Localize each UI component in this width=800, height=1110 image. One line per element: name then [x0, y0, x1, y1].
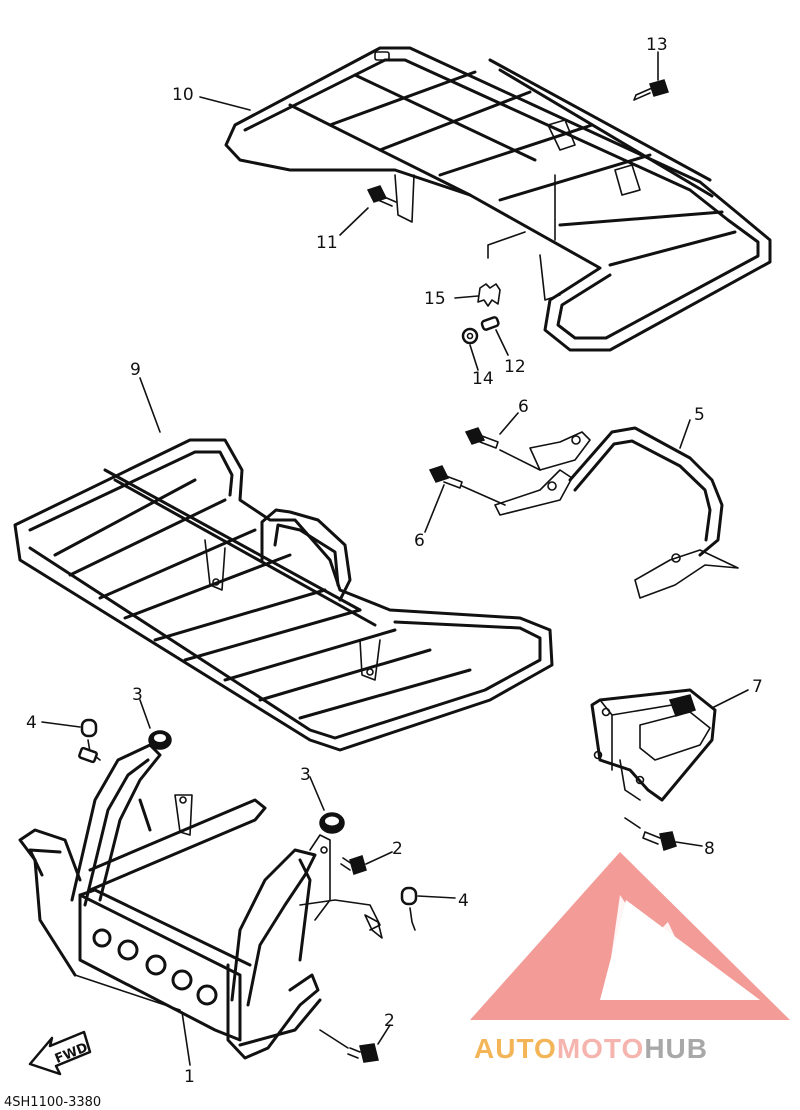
rear-carrier	[224, 46, 772, 352]
bolt-6-upper	[464, 427, 541, 471]
cap-4-left	[78, 718, 101, 764]
callout-11: 11	[316, 233, 338, 253]
bolt-11	[366, 185, 397, 207]
callout-4-right: 4	[458, 891, 469, 911]
bolt-8	[624, 817, 677, 851]
logo-triangle-icon	[470, 852, 790, 1020]
callout-4-left: 4	[26, 713, 37, 733]
callout-labels: 10 13 11 15 12 14 9 6 5 6 7 8 3 4 3 2 4 …	[26, 35, 763, 1087]
watermark-moto: MOTO	[557, 1033, 644, 1064]
callout-14: 14	[472, 369, 494, 389]
nut-14	[461, 327, 479, 345]
bolt-6-lower	[428, 465, 506, 506]
callout-12: 12	[504, 357, 526, 377]
watermark-logo: AUTOMOTOHUB	[470, 852, 790, 1064]
callout-2-upper: 2	[392, 839, 403, 859]
callout-5: 5	[694, 405, 705, 425]
watermark-hub: HUB	[644, 1033, 708, 1064]
callout-13: 13	[646, 35, 668, 55]
front-guard	[18, 743, 383, 1060]
callout-7: 7	[752, 677, 763, 697]
callout-15: 15	[424, 289, 446, 309]
diagram-code: 4SH1100-3380	[4, 1095, 101, 1110]
mount-bracket-7	[590, 688, 717, 802]
callout-8: 8	[704, 839, 715, 859]
callout-9: 9	[130, 360, 141, 380]
collar-12	[480, 316, 500, 331]
callout-6-lower: 6	[414, 531, 425, 551]
bolt-13	[633, 79, 669, 101]
callout-2-lower: 2	[384, 1011, 395, 1031]
bolt-2-upper	[340, 855, 367, 875]
grommet-3-left	[148, 730, 172, 750]
svg-text:AUTOMOTOHUB: AUTOMOTOHUB	[474, 1033, 708, 1064]
callout-1: 1	[184, 1067, 195, 1087]
fwd-arrow: FWD	[28, 1030, 92, 1076]
cap-4-right	[400, 886, 418, 931]
bolt-2-lower	[319, 1029, 379, 1063]
front-carrier	[13, 438, 554, 752]
callout-10: 10	[172, 85, 194, 105]
leader-lines	[41, 51, 749, 1066]
callout-3-left: 3	[132, 685, 143, 705]
callout-3-right: 3	[300, 765, 311, 785]
clip-15	[477, 231, 526, 307]
watermark-auto: AUTO	[474, 1033, 557, 1064]
bracket-5	[494, 426, 739, 599]
callout-6-upper: 6	[518, 397, 529, 417]
grommet-3-right	[319, 812, 345, 834]
